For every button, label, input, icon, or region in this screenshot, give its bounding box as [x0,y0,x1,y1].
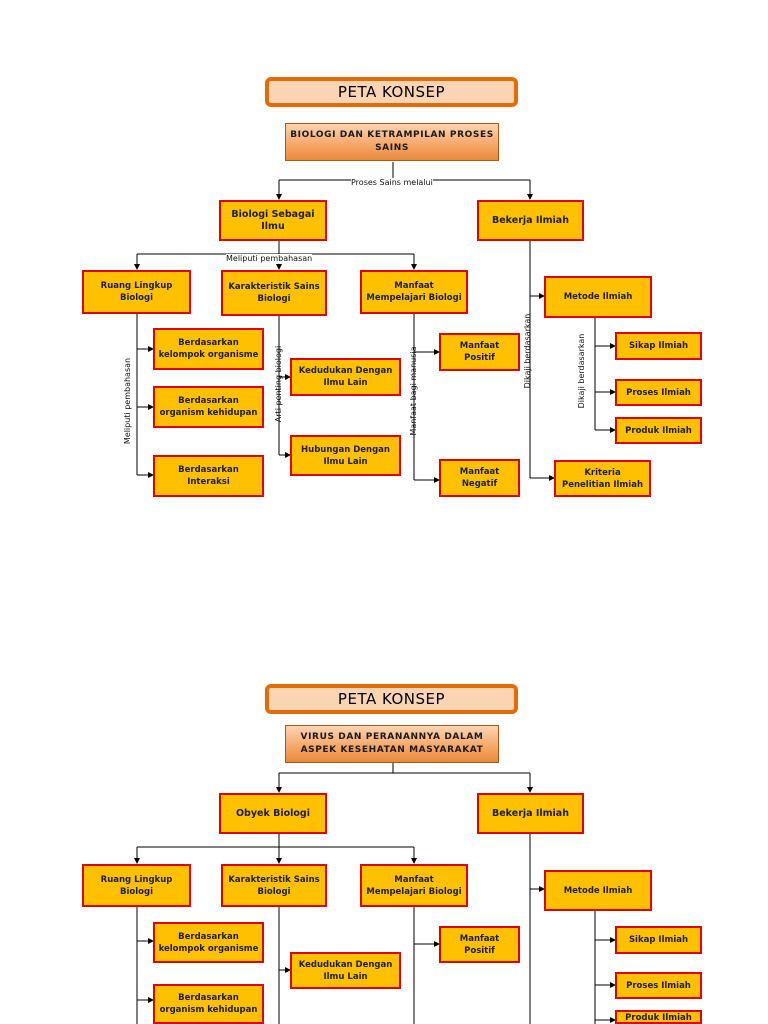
map1-node-bekerja-ilmiah: Bekerja Ilmiah [477,200,584,241]
map2-node-obyek-biologi: Obyek Biologi [219,793,327,834]
map2-node-proses-ilmiah: Proses Ilmiah [615,972,702,999]
map2-node-kelompok-organisme: Berdasarkan kelompok organisme [153,922,264,963]
map1-node-manfaat-negatif: Manfaat Negatif [439,459,520,497]
map1-node-kelompok-organisme: Berdasarkan kelompok organisme [153,328,264,370]
map1-node-manfaat-positif: Manfaat Positif [439,333,520,371]
map1-node-produk-ilmiah: Produk Ilmiah [615,417,702,444]
map1-vlabel-manfaat-manusia: Manfaat bagi manusia [409,346,418,436]
map1-node-biologi-sebagai-ilmu: Biologi Sebagai Ilmu [219,200,327,241]
map1-title: PETA KONSEP [265,77,518,107]
map2-node-metode-ilmiah: Metode Ilmiah [544,870,652,911]
map2-node-manfaat-positif: Manfaat Positif [439,926,520,963]
map2-node-manfaat: Manfaat Mempelajari Biologi [360,864,468,907]
map2-node-karakteristik: Karakteristik Sains Biologi [221,864,327,907]
map2-node-ruang-lingkup: Ruang Lingkup Biologi [82,864,191,907]
map1-node-ruang-lingkup: Ruang Lingkup Biologi [82,270,191,314]
map1-node-kedudukan: Kedudukan Dengan Ilmu Lain [290,358,401,396]
map1-vlabel-dikaji-2: Dikaji berdasarkan [577,333,586,409]
map1-node-organism-kehidupan: Berdasarkan organism kehidupan [153,386,264,428]
map1-node-kriteria: Kriteria Penelitian Ilmiah [554,460,651,497]
map2-node-bekerja-ilmiah: Bekerja Ilmiah [477,793,584,834]
map1-node-sikap-ilmiah: Sikap Ilmiah [615,332,702,360]
map1-main-concept: BIOLOGI DAN KETRAMPILAN PROSES SAINS [285,123,499,161]
map2-node-sikap-ilmiah: Sikap Ilmiah [615,926,702,954]
map1-link-proses-sains: Proses Sains melalui [351,178,433,188]
map2-main-concept: VIRUS DAN PERANANNYA DALAM ASPEK KESEHAT… [285,725,499,763]
map2-title: PETA KONSEP [265,684,518,714]
map2-node-kedudukan: Kedudukan Dengan Ilmu Lain [290,952,401,989]
map1-link-meliputi: Meliputi pembahasan [226,254,313,264]
map1-node-interaksi: Berdasarkan Interaksi [153,455,264,497]
map1-node-manfaat: Manfaat Mempelajari Biologi [360,270,468,314]
map2-node-organism-kehidupan: Berdasarkan organism kehidupan [153,984,264,1024]
map1-vlabel-meliputi: Meliputi pembahasan [123,357,132,445]
map1-node-proses-ilmiah: Proses Ilmiah [615,379,702,406]
map2-node-produk-ilmiah: Produk Ilmiah [615,1010,702,1024]
map1-node-metode-ilmiah: Metode Ilmiah [544,276,652,318]
map1-vlabel-arti-penting: Arti penting biologi [274,345,283,423]
map1-vlabel-dikaji-1: Dikaji berdasarkan [523,313,532,389]
map1-node-hubungan: Hubungan Dengan Ilmu Lain [290,435,401,476]
map1-node-karakteristik: Karakteristik Sains Biologi [221,270,327,316]
